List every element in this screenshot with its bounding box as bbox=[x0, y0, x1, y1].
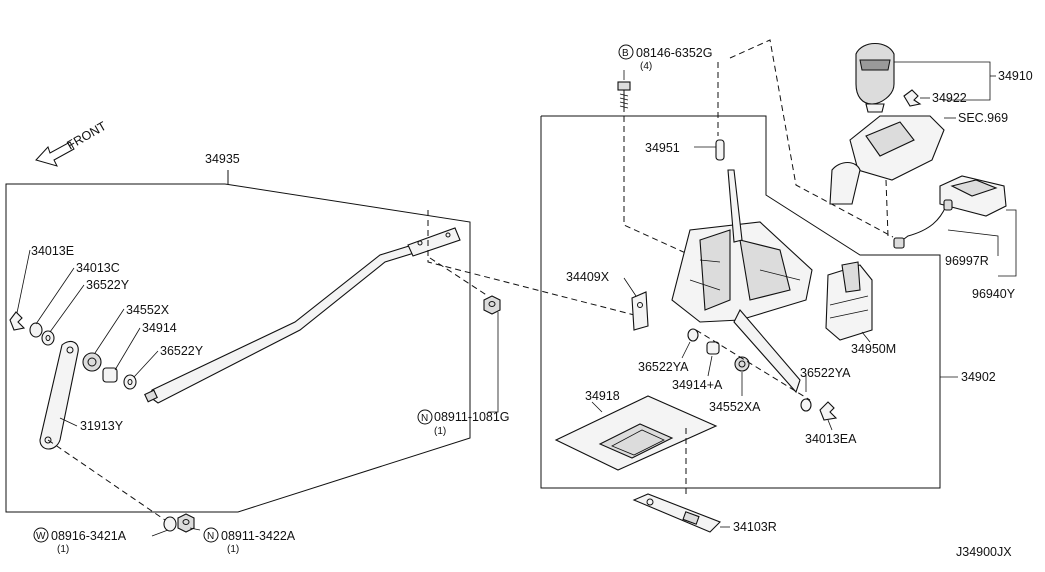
washer-36522Y-top bbox=[41, 330, 55, 346]
right-assembly-frame bbox=[540, 115, 941, 489]
module-96940Y bbox=[939, 175, 1007, 217]
label-34950M: 34950M bbox=[851, 342, 896, 356]
washer-08916 bbox=[163, 516, 177, 532]
label-96940Y: 96940Y bbox=[972, 287, 1016, 301]
label-34902: 34902 bbox=[961, 370, 996, 384]
label-34552X: 34552X bbox=[126, 303, 170, 317]
label-34922: 34922 bbox=[932, 91, 967, 105]
svg-text:B: B bbox=[622, 48, 629, 59]
washer-36522YA-right bbox=[800, 398, 812, 412]
label-36522YA-left: 36522YA bbox=[638, 360, 689, 374]
qty-08911-3422A: (1) bbox=[227, 544, 239, 555]
lever-31913Y bbox=[39, 340, 79, 450]
front-label: FRONT bbox=[65, 119, 110, 153]
label-34914: 34914 bbox=[142, 321, 177, 335]
washer-34013C bbox=[29, 322, 43, 338]
control-rod bbox=[144, 227, 461, 404]
label-34918: 34918 bbox=[585, 389, 620, 403]
label-34552XA: 34552XA bbox=[709, 400, 761, 414]
washer-36522YA-left bbox=[687, 328, 699, 342]
label-34013C: 34013C bbox=[76, 261, 120, 275]
knob-34910 bbox=[855, 42, 895, 113]
collar-34914 bbox=[102, 367, 118, 383]
bracket-34409X bbox=[631, 291, 649, 331]
washer-36522Y-mid bbox=[123, 374, 137, 390]
label-34935: 34935 bbox=[205, 152, 240, 166]
diagram-id: J34900JX bbox=[956, 545, 1012, 559]
bushing-34552X bbox=[82, 352, 102, 372]
marker-n-1081g: N bbox=[417, 409, 433, 425]
label-08146-6352G: 08146-6352G bbox=[636, 46, 712, 60]
label-96997R: 96997R bbox=[945, 254, 989, 268]
qty-08146-6352G: (4) bbox=[640, 61, 652, 72]
label-31913Y: 31913Y bbox=[80, 419, 124, 433]
qty-08916-3421A: (1) bbox=[57, 544, 69, 555]
svg-text:N: N bbox=[207, 531, 214, 542]
label-36522Y-mid: 36522Y bbox=[160, 344, 204, 358]
svg-text:W: W bbox=[36, 531, 46, 542]
marker-b-08146: B bbox=[618, 44, 634, 60]
nut-08911-1081G bbox=[483, 295, 501, 315]
shifter-base-assembly bbox=[671, 139, 813, 394]
clip-34013E bbox=[9, 311, 26, 331]
svg-text:N: N bbox=[421, 413, 428, 424]
clip-34013EA bbox=[819, 401, 838, 421]
label-08916-3421A: 08916-3421A bbox=[51, 529, 127, 543]
label-SEC969: SEC.969 bbox=[958, 111, 1008, 125]
label-34910: 34910 bbox=[998, 69, 1033, 83]
nut-08911-3422A bbox=[177, 513, 195, 533]
clip-34922 bbox=[903, 89, 922, 107]
label-34013E: 34013E bbox=[31, 244, 74, 258]
label-34914A: 34914+A bbox=[672, 378, 723, 392]
label-34013EA: 34013EA bbox=[805, 432, 857, 446]
collar-34914A bbox=[706, 341, 720, 355]
cover-34918 bbox=[554, 395, 718, 471]
front-arrow-icon bbox=[35, 141, 75, 167]
label-34951: 34951 bbox=[645, 141, 680, 155]
label-34103R: 34103R bbox=[733, 520, 777, 534]
harness-96997R bbox=[893, 199, 953, 249]
label-36522Y-top: 36522Y bbox=[86, 278, 130, 292]
bracket-34103R bbox=[632, 493, 721, 533]
unit-34950M bbox=[825, 261, 873, 341]
label-08911-3422A: 08911-3422A bbox=[221, 529, 296, 543]
qty-08911-1081G: (1) bbox=[434, 426, 446, 437]
marker-n-3422a: N bbox=[203, 527, 219, 543]
label-34409X: 34409X bbox=[566, 270, 610, 284]
bushing-34552XA bbox=[734, 356, 750, 372]
label-36522YA-right: 36522YA bbox=[800, 366, 851, 380]
label-08911-1081G: 08911-1081G bbox=[434, 410, 510, 424]
left-assembly-frame bbox=[5, 183, 471, 513]
indicator-panel bbox=[829, 115, 945, 205]
bolt-08146-6352G bbox=[617, 81, 631, 112]
marker-w-08916: W bbox=[33, 527, 49, 543]
